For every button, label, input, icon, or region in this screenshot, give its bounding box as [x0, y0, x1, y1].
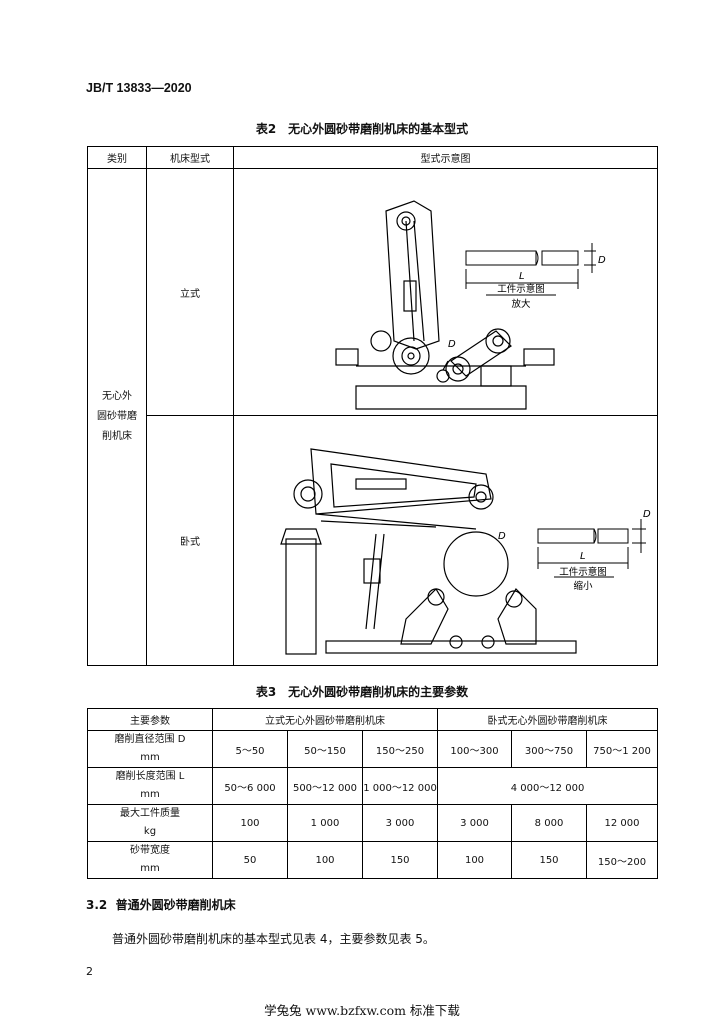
value-cell: 1 000～12 000: [362, 767, 438, 805]
value-cell: 300～750: [511, 730, 587, 768]
workpiece-label: 工件示意图: [497, 283, 545, 295]
type-horizontal: 卧式: [146, 415, 234, 666]
diagram-horizontal: D L D 工件示意图 缩小: [233, 415, 658, 666]
dim-D-label: D: [498, 531, 506, 542]
diagram-vertical: D L D 工件示意图 放大: [233, 168, 658, 416]
value-cell: 150～200: [586, 841, 658, 879]
page-number: 2: [86, 965, 93, 978]
param-unit: kg: [143, 826, 157, 837]
dim-L-label: L: [519, 271, 525, 282]
table2-caption: 表2 无心外圆砂带磨削机床的基本型式: [255, 122, 469, 136]
col-horizontal-machine: 卧式无心外圆砂带磨削机床: [437, 708, 658, 731]
table-row: 最大工件质量 kg 100 1 000 3 000 3 000 8 000 12 …: [87, 804, 658, 842]
section-number: 3.2: [86, 898, 108, 912]
table2-machine-types: 类别 机床型式 型式示意图 无心外 圆砂带磨 削机床 立式: [87, 146, 658, 666]
value-cell: 50～6 000: [212, 767, 288, 805]
value-cell: 50: [212, 841, 288, 879]
dim-L-label: L: [580, 551, 586, 562]
table-row: 磨削长度范围 L mm 50～6 000 500～12 000 1 000～12 …: [87, 767, 658, 805]
table-row: 砂带宽度 mm 50 100 150 100 150 150～200: [87, 841, 658, 879]
col-category: 类别: [87, 146, 147, 169]
value-cell: 50～150: [287, 730, 363, 768]
col-vertical-machine: 立式无心外圆砂带磨削机床: [212, 708, 438, 731]
value-cell: 1 000: [287, 804, 363, 842]
dim-D-label: D: [448, 339, 456, 350]
value-cell: 8 000: [511, 804, 587, 842]
standard-number: JB/T 13833—2020: [86, 81, 192, 95]
param-label: 磨削直径范围 D: [114, 734, 186, 745]
param-unit: mm: [140, 752, 160, 763]
section-body: 普通外圆砂带磨削机床的基本型式见表 4，主要参数见表 5。: [112, 932, 435, 946]
value-cell: 750～1 200: [586, 730, 658, 768]
param-label: 最大工件质量: [120, 808, 180, 819]
value-cell: 5～50: [212, 730, 288, 768]
param-unit: mm: [140, 863, 160, 874]
section-title: 普通外圆砂带磨削机床: [115, 898, 236, 912]
table3-caption: 表3 无心外圆砂带磨削机床的主要参数: [255, 685, 469, 699]
horizontal-grinder-diagram: D L D 工件示意图 缩小: [279, 448, 651, 655]
value-cell: 3 000: [362, 804, 438, 842]
param-name: 砂带宽度 mm: [87, 841, 213, 879]
value-cell: 100: [212, 804, 288, 842]
value-cell: 3 000: [437, 804, 512, 842]
section-heading: 3.2 普通外圆砂带磨削机床: [86, 896, 236, 913]
col-param: 主要参数: [87, 708, 213, 731]
category-cell: 无心外 圆砂带磨 削机床: [87, 168, 147, 666]
value-cell: 150: [511, 841, 587, 879]
param-unit: mm: [140, 789, 160, 800]
vertical-grinder-diagram: D L D 工件示意图 放大: [334, 199, 606, 410]
category-line: 圆砂带磨: [97, 411, 137, 422]
param-name: 磨削长度范围 L mm: [87, 767, 213, 805]
value-cell: 100～300: [437, 730, 512, 768]
value-cell: 150～250: [362, 730, 438, 768]
value-cell: 500～12 000: [287, 767, 363, 805]
dim-D-label: D: [643, 509, 651, 520]
workpiece-label: 工件示意图: [559, 566, 607, 578]
type-vertical: 立式: [146, 168, 234, 416]
param-label: 磨削长度范围 L: [115, 771, 185, 782]
param-label: 砂带宽度: [130, 845, 170, 856]
param-name: 磨削直径范围 D mm: [87, 730, 213, 768]
col-machine-type: 机床型式: [146, 146, 234, 169]
dim-D-label: D: [598, 255, 606, 266]
param-name: 最大工件质量 kg: [87, 804, 213, 842]
footer-watermark[interactable]: 学兔兔 www.bzfxw.com 标准下载: [264, 1003, 460, 1018]
enlarge-label: 放大: [511, 298, 531, 310]
value-cell: 150: [362, 841, 438, 879]
category-line: 无心外: [102, 391, 132, 402]
shrink-label: 缩小: [573, 580, 593, 592]
value-cell: 12 000: [586, 804, 658, 842]
value-cell: 100: [287, 841, 363, 879]
value-cell: 100: [437, 841, 512, 879]
category-line: 削机床: [102, 431, 132, 442]
table-row: 磨削直径范围 D mm 5～50 50～150 150～250 100～300 3…: [87, 730, 658, 768]
value-cell: 4 000～12 000: [437, 767, 658, 805]
col-diagram: 型式示意图: [233, 146, 658, 169]
table3-parameters: 主要参数 立式无心外圆砂带磨削机床 卧式无心外圆砂带磨削机床 磨削直径范围 D m…: [87, 708, 658, 879]
